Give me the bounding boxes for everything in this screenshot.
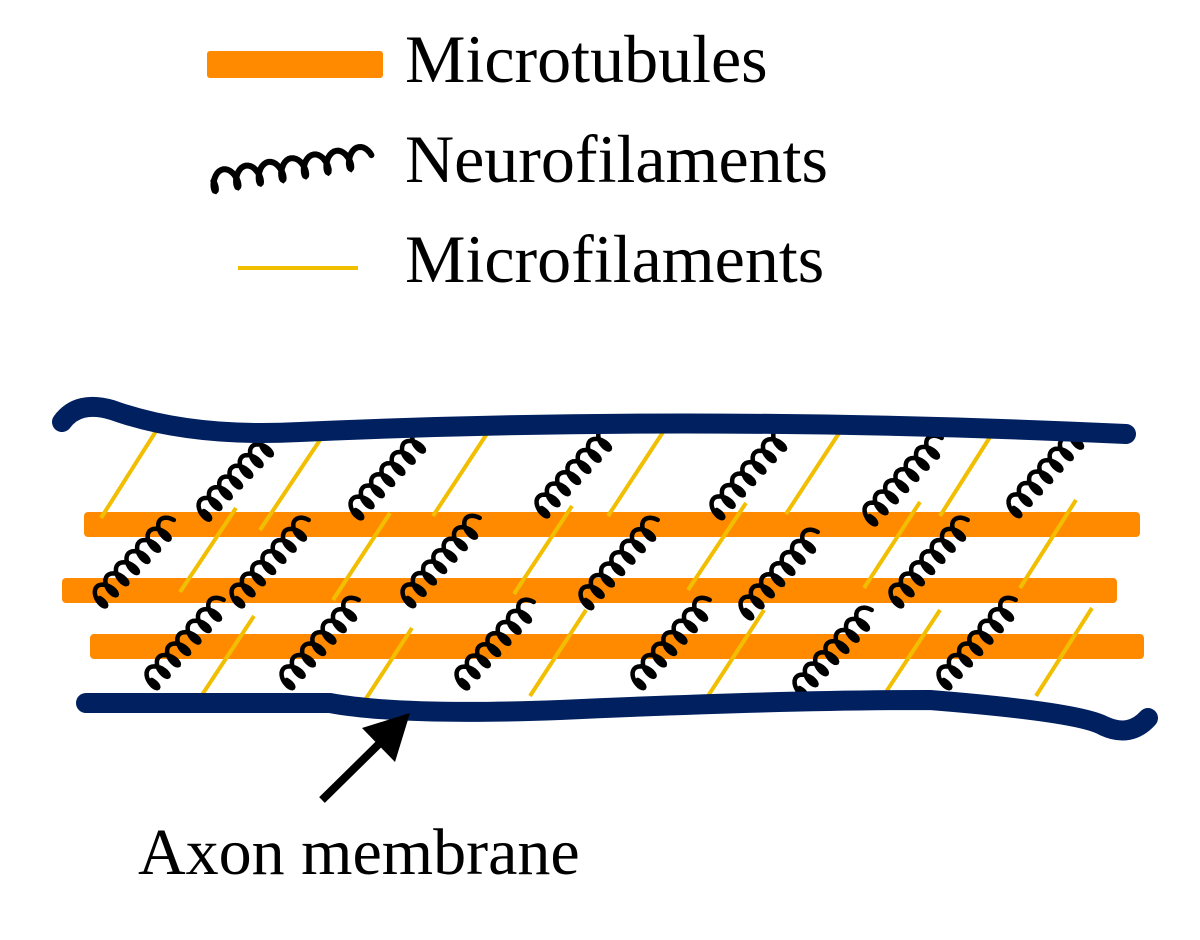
microfilament — [1018, 498, 1078, 590]
microfilament — [686, 501, 748, 592]
axon-membrane-top — [52, 397, 1136, 444]
neurofilament — [92, 515, 177, 609]
microfilament — [178, 506, 238, 594]
neurofilament — [792, 605, 874, 699]
axon — [52, 397, 1158, 741]
neurofilament — [229, 515, 311, 609]
microtubule-legend-swatch — [207, 51, 383, 78]
microtubule — [62, 578, 1117, 603]
neurofilament — [454, 597, 536, 691]
legend-item-neurofilaments: Neurofilaments — [210, 121, 828, 197]
neurofilament — [534, 425, 616, 519]
neurofilament — [578, 515, 660, 611]
neurofilament — [936, 595, 1018, 691]
legend-label-microfilaments: Microfilaments — [405, 221, 824, 297]
microfilament — [784, 422, 847, 516]
microfilament — [512, 504, 574, 596]
legend-label-neurofilaments: Neurofilaments — [405, 121, 828, 197]
legend-item-microtubules: Microtubules — [207, 21, 768, 97]
neurofilament — [888, 515, 970, 609]
microfilament — [606, 424, 669, 518]
annotation-arrow-shaft — [319, 736, 387, 803]
neurofilament — [630, 595, 712, 691]
microfilament — [258, 438, 322, 532]
neurofilament — [348, 427, 430, 521]
annotation: Axon membrane — [138, 713, 580, 889]
microtubules — [62, 512, 1144, 659]
legend: Microtubules Neurofilaments Microfilamen… — [207, 21, 828, 297]
microfilament — [706, 608, 766, 698]
microfilament — [431, 424, 494, 518]
neurofilament — [279, 595, 361, 691]
neurofilament — [400, 513, 482, 609]
microtubule — [84, 512, 1140, 537]
microfilament — [862, 500, 922, 590]
microfilament — [938, 424, 999, 518]
axon-membrane-bottom — [76, 690, 1158, 741]
neurofilament — [709, 425, 791, 521]
microfilament — [528, 608, 588, 698]
neurofilament — [144, 595, 226, 691]
legend-label-microtubules: Microtubules — [405, 21, 768, 97]
annotation-label-axon-membrane: Axon membrane — [138, 816, 580, 889]
legend-item-microfilaments: Microfilaments — [238, 221, 824, 297]
neurofilament-legend-swatch — [210, 143, 375, 195]
microfilament — [1034, 606, 1094, 698]
axon-membrane — [52, 397, 1158, 741]
neurofilament — [196, 431, 279, 522]
neurofilament — [862, 433, 944, 527]
annotation-arrowhead — [362, 713, 410, 762]
microtubule — [90, 634, 1144, 659]
microfilaments — [99, 422, 1094, 716]
neurofilament — [738, 527, 820, 621]
neurofilaments — [92, 423, 1088, 699]
microfilament — [194, 614, 256, 706]
microfilament — [99, 426, 160, 520]
microfilament — [880, 608, 942, 700]
microfilament — [331, 511, 392, 602]
